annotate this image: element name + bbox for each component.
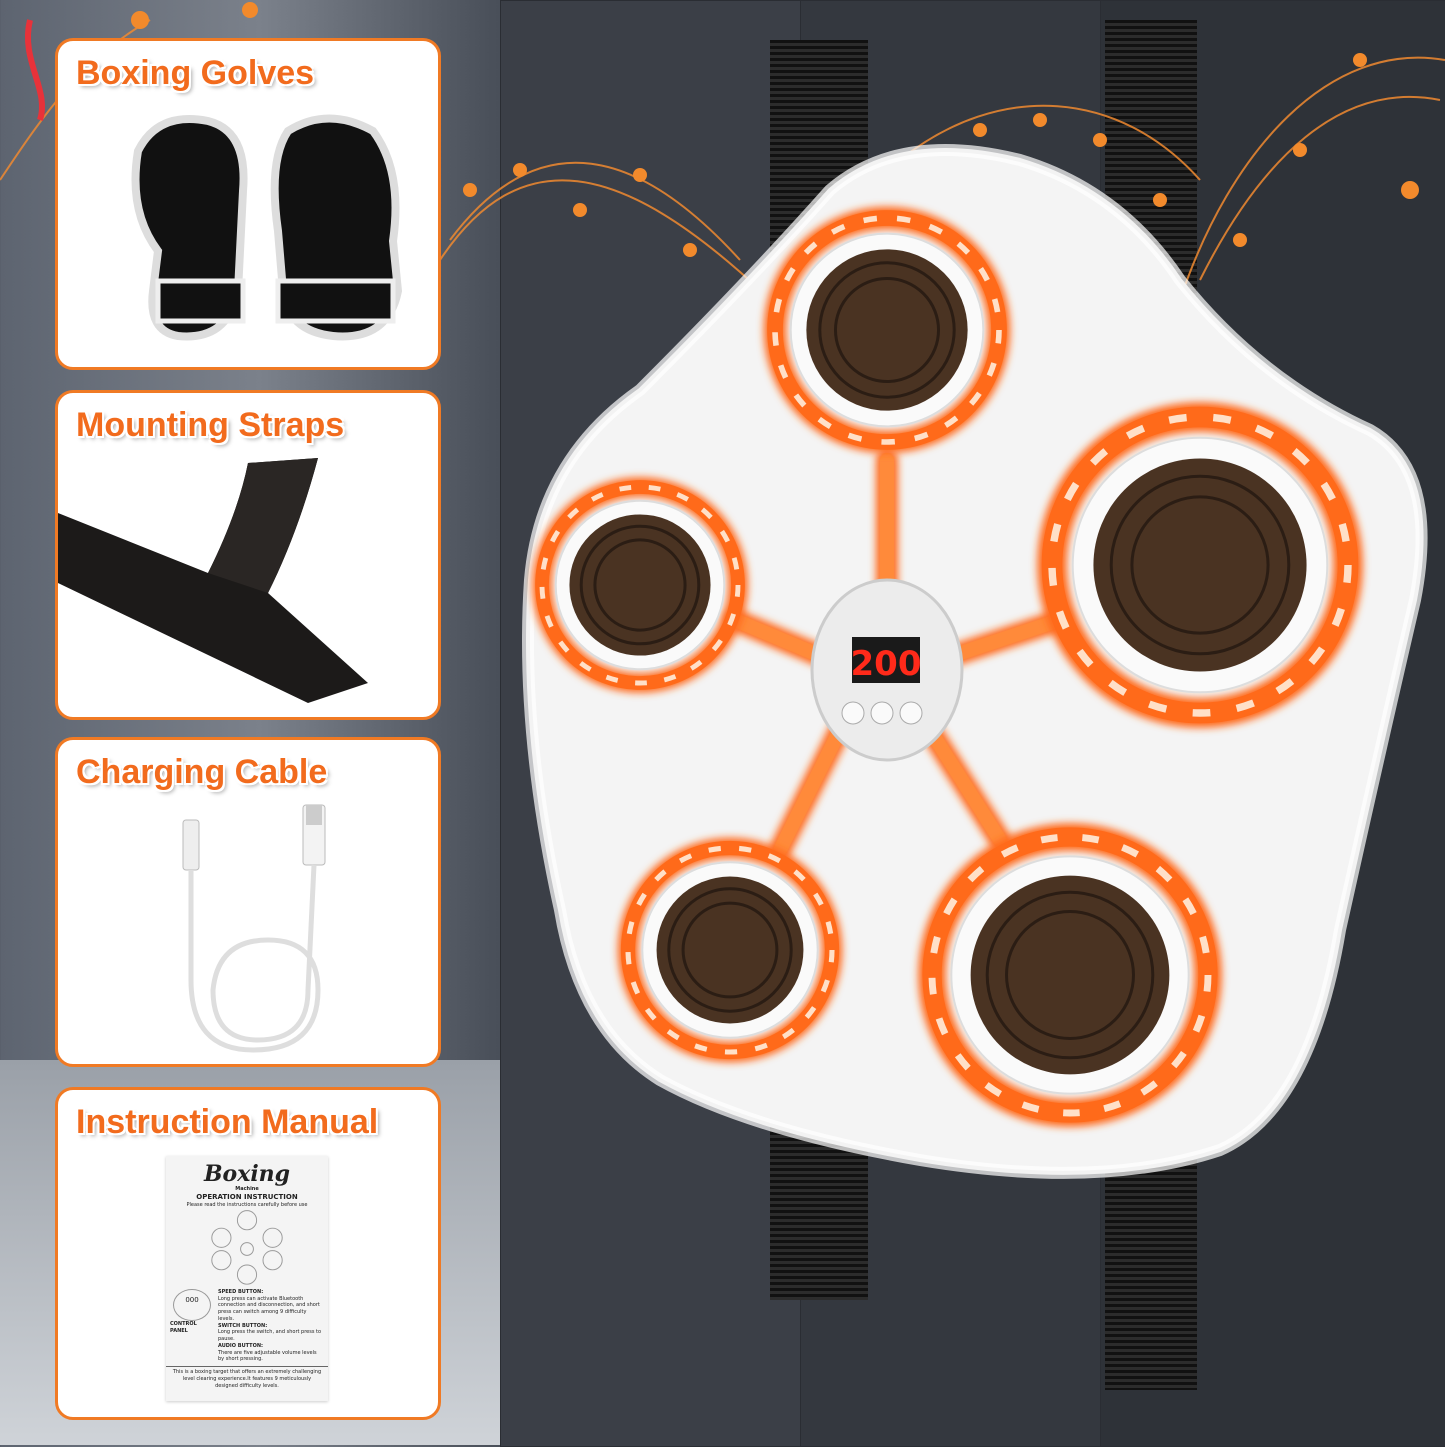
card-instruction-manual: Instruction Manual Boxing Machine OPERAT… xyxy=(55,1087,441,1420)
manual-brand: Boxing xyxy=(203,1161,291,1187)
card-mounting-straps: Mounting Straps xyxy=(55,390,441,720)
music-notes-decoration xyxy=(0,2,1445,301)
manual-subheading: Please read the instructions carefully b… xyxy=(186,1202,308,1209)
manual-heading: OPERATION INSTRUCTION xyxy=(196,1192,298,1201)
score-display-text: 200 xyxy=(851,644,922,684)
manual-control-panel-label: CONTROL PANEL xyxy=(170,1320,197,1334)
card-title: Charging Cable xyxy=(76,753,328,791)
instruction-manual-image: Boxing Machine OPERATION INSTRUCTION Ple… xyxy=(166,1156,328,1401)
manual-button-name: AUDIO BUTTON: xyxy=(218,1342,264,1349)
manual-button-desc: Long press the switch, and short press t… xyxy=(218,1329,322,1343)
target-pad[interactable] xyxy=(763,206,1011,454)
usb-cable-image xyxy=(182,804,326,1053)
card-title: Boxing Golves xyxy=(76,54,315,92)
boxing-gloves-image xyxy=(131,114,403,341)
manual-button-desc: There are five adjustable volume levels … xyxy=(218,1349,317,1363)
target-pad[interactable] xyxy=(1037,402,1363,728)
boxing-machine: 200 xyxy=(522,144,1428,1179)
score-display xyxy=(852,637,920,683)
target-pad[interactable] xyxy=(617,837,843,1063)
velcro-strap-image xyxy=(58,458,368,703)
switch-button[interactable] xyxy=(870,701,894,725)
manual-button-desc: Long press can activate Bluetooth connec… xyxy=(218,1295,320,1322)
target-pad[interactable] xyxy=(918,823,1222,1127)
card-charging-cable: Charging Cable xyxy=(55,737,441,1067)
manual-button-name: SWITCH BUTTON: xyxy=(218,1322,268,1329)
speed-button[interactable] xyxy=(841,701,865,725)
manual-diagram xyxy=(211,1209,283,1285)
manual-button-name: SPEED BUTTON: xyxy=(218,1288,264,1295)
manual-brand-sub: Machine xyxy=(235,1186,259,1193)
manual-footer: This is a boxing target that offers an e… xyxy=(166,1366,328,1389)
card-title: Mounting Straps xyxy=(76,406,345,444)
manual-control-panel: 000 xyxy=(173,1288,211,1321)
audio-button[interactable] xyxy=(899,701,923,725)
target-pad[interactable] xyxy=(532,477,748,693)
card-title: Instruction Manual xyxy=(76,1103,379,1141)
card-boxing-gloves: Boxing Golves xyxy=(55,38,441,370)
